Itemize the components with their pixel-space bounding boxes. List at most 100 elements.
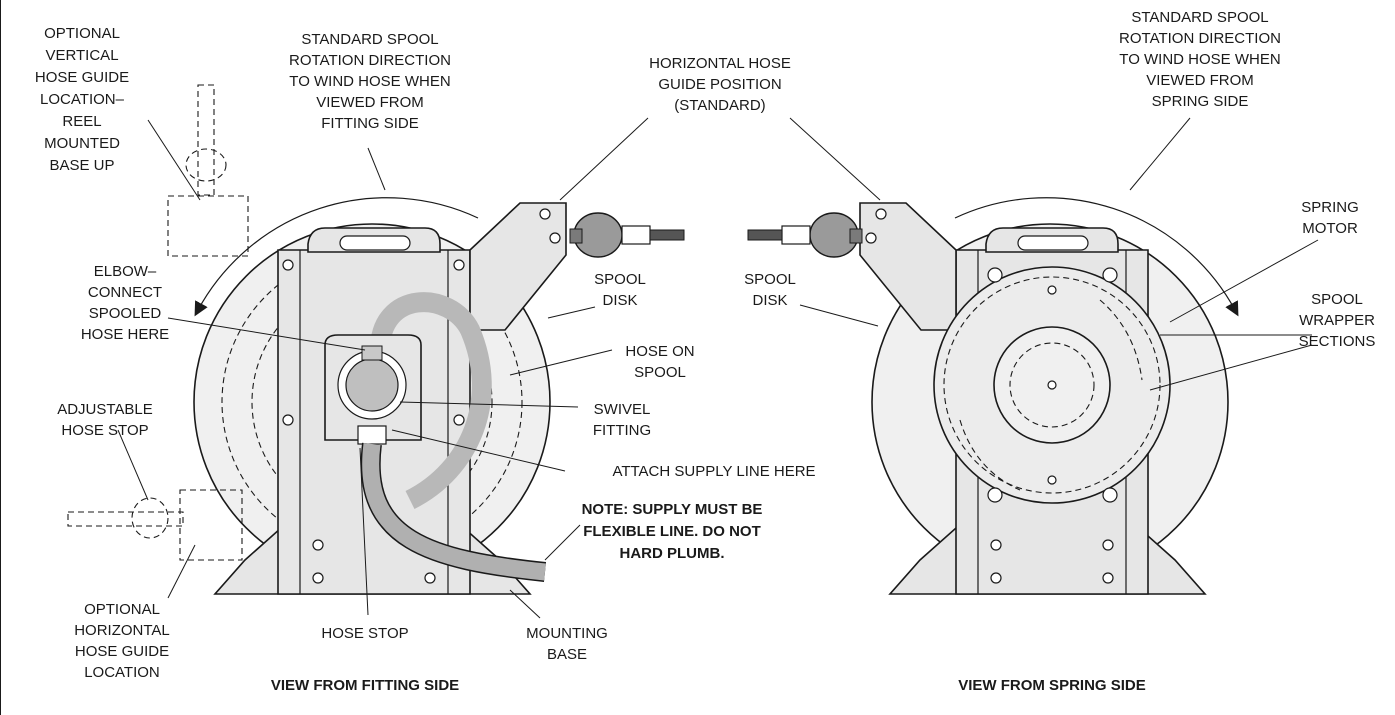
leader-attach-supply [391,429,566,472]
left-bolt [312,572,324,584]
left-roller-collar [569,228,583,244]
optional-vertical-roller [185,148,227,182]
label-line: GUIDE POSITION [658,76,781,93]
label-line: HOSE ON [625,343,694,360]
label-line: FITTING [593,422,651,439]
left-rotation-arrow [194,197,479,317]
label-line: LOCATION– [40,91,125,108]
leader-hose-stop [359,447,369,616]
spring-hub-dashed [1009,342,1095,428]
label-line: LOCATION [84,664,160,681]
right-bolt [1102,572,1114,584]
right-rotation-arrow [954,197,1239,317]
right-bolt [1047,475,1057,485]
caption-view-fitting: VIEW FROM FITTING SIDE [271,677,459,694]
label-line: SPOOL [634,364,686,381]
left-guide-bolt-b [549,232,561,244]
leader-hose-on-spool [509,349,613,376]
left-bolt [424,572,436,584]
leader-spool-disk-left [547,306,596,319]
optional-horizontal-roller [131,497,169,539]
label-line: SPOOLED [89,305,162,322]
right-bolt [1047,285,1057,295]
right-bolt [1102,267,1118,283]
label-line: HORIZONTAL [74,622,170,639]
label-line: REEL [62,113,101,130]
label-line: ELBOW– [94,263,157,280]
label-line: BASE [547,646,587,663]
spool-wrapper-section [1099,299,1143,381]
leader-optional-vertical [147,119,201,201]
right-bolt [987,487,1003,503]
label-line: HARD PLUMB. [620,545,725,562]
label-line: DISK [602,292,637,309]
label-line: OPTIONAL [84,601,160,618]
right-bolt [990,572,1002,584]
optional-horizontal-bracket [179,489,243,561]
label-line: SPRING SIDE [1152,93,1249,110]
leader-elbow [167,317,366,351]
left-guide-thread [649,229,685,241]
right-guide-bolt-a [875,208,887,220]
right-bolt [990,539,1002,551]
right-bolt [1102,487,1118,503]
elbow-connector [361,345,383,361]
label-line: VIEWED FROM [1146,72,1254,89]
label-line: MOUNTED [44,135,120,152]
right-reel [747,197,1239,595]
label-line: DISK [752,292,787,309]
label-line: ROTATION DIRECTION [289,52,451,69]
spring-center [1047,380,1057,390]
left-bolt [453,414,465,426]
right-bolt [1102,539,1114,551]
label-note: NOTE: SUPPLY MUST BE FLEXIBLE LINE. DO NO… [582,501,763,562]
label-line: VIEWED FROM [316,94,424,111]
label-line: SPOOL [1311,291,1363,308]
leader-horizontal-guide-left [559,117,649,201]
label-line: VERTICAL [45,47,118,64]
left-bolt [282,259,294,271]
label-line: HOSE STOP [61,422,148,439]
label-line: HOSE GUIDE [35,69,129,86]
label-line: SECTIONS [1299,333,1376,350]
supply-line [362,442,546,581]
supply-nut [357,425,387,445]
left-guide-nut [621,225,651,245]
leader-rotation-spring [1129,117,1191,191]
right-hose-guide-arm [859,202,957,331]
label-line: HOSE HERE [81,326,169,343]
left-reel [67,84,685,595]
label-line: STANDARD SPOOL [1131,9,1268,26]
right-guide-bolt-b [865,232,877,244]
label-line: OPTIONAL [44,25,120,42]
leader-optional-horizontal [167,544,196,599]
label-line: ADJUSTABLE [57,401,153,418]
label-line: FLEXIBLE LINE. DO NOT [583,523,761,540]
label-line: NOTE: SUPPLY MUST BE [582,501,763,518]
label-line: TO WIND HOSE WHEN [289,73,450,90]
label-line: BASE UP [49,157,114,174]
leader-swivel [399,401,579,408]
label-line: MOTOR [1302,220,1358,237]
left-handle-slot [339,235,411,251]
leader-spool-disk-right [799,304,879,327]
leader-mounting-base [509,589,541,619]
left-bolt [282,414,294,426]
label-line: STANDARD SPOOL [301,31,438,48]
label-line: CONNECT [88,284,162,301]
right-roller-collar [849,228,863,244]
label-line: TO WIND HOSE WHEN [1119,51,1280,68]
right-bolt [987,267,1003,283]
label-elbow: ELBOW– CONNECT SPOOLED HOSE HERE [81,263,169,343]
label-rotation-fitting: STANDARD SPOOL ROTATION DIRECTION TO WIND … [289,31,451,132]
label-line: SPOOL [594,271,646,288]
label-hose-stop: HOSE STOP [321,625,408,642]
left-bolt [453,259,465,271]
label-line: HOSE STOP [321,625,408,642]
leader-spring-motor [1169,239,1319,323]
label-spool-disk-left: SPOOL DISK [594,271,646,309]
